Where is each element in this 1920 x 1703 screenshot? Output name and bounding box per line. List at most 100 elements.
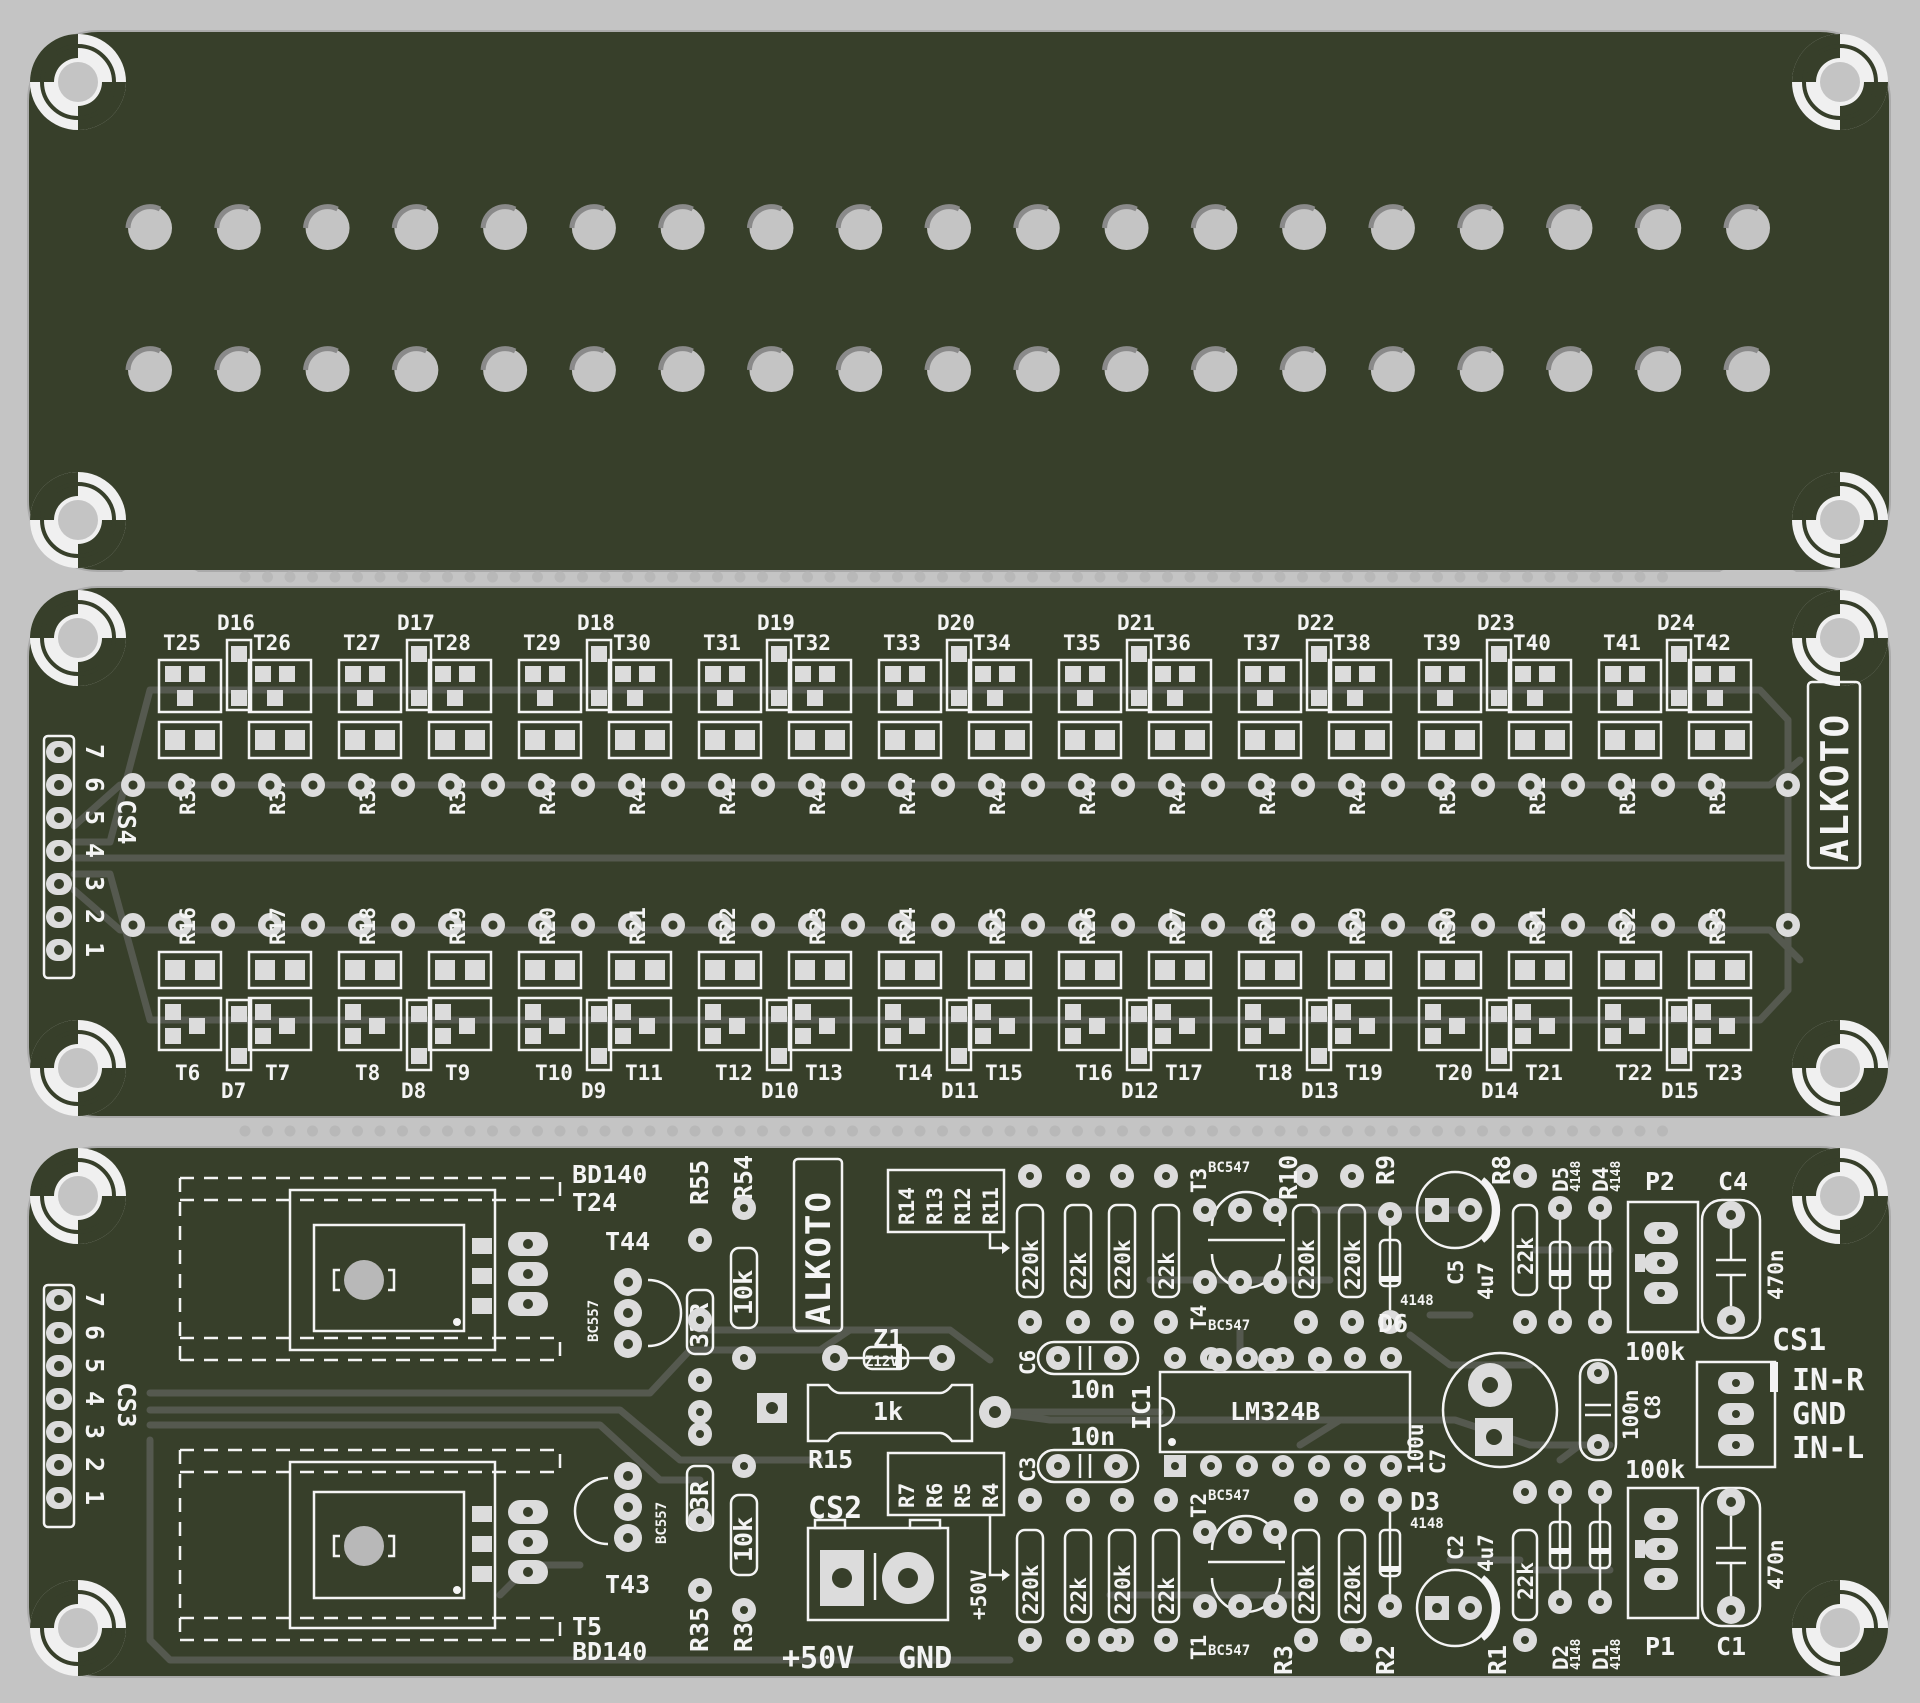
svg-text:C3: C3 [1016,1457,1040,1482]
c6-capacitor: C6 10n [1016,1340,1140,1404]
svg-text:T29: T29 [523,631,561,655]
svg-text:220k: 220k [1019,1239,1043,1290]
svg-text:5: 5 [80,810,109,825]
svg-text:T14: T14 [895,1061,933,1085]
svg-text:D20: D20 [937,611,975,635]
bottom-panel [27,1146,1891,1678]
svg-text:10n: 10n [1070,1375,1115,1404]
alkoto-logo-bottom: ALKOTO [792,1157,844,1333]
svg-text:D24: D24 [1657,611,1695,635]
top-panel [27,30,1891,572]
mouse-bites-bottom [120,1124,1798,1138]
bd140-footprint-bottom: T5 BD140 [178,1448,647,1666]
svg-text:R35: R35 [685,1607,714,1652]
svg-text:R11: R11 [979,1187,1003,1225]
svg-text:22k: 22k [1067,1577,1091,1615]
svg-text:100k: 100k [1625,1337,1685,1366]
svg-text:220k: 220k [1341,1239,1365,1290]
svg-text:4: 4 [80,1391,109,1406]
t2-t1-transistors: T2 BC547 T1 BC547 [1187,1488,1287,1660]
svg-text:R6: R6 [923,1483,947,1508]
middle-components: T25R36R16T6T26R37R17T7T27R38R18T8T28R39R… [121,611,1800,1103]
svg-text:R9: R9 [1371,1155,1400,1185]
svg-text:T44: T44 [605,1227,650,1256]
svg-text:T7: T7 [265,1061,290,1085]
svg-text:D11: D11 [941,1079,979,1103]
d5-d4-diodes: D5 4148 D4 4148 [1548,1161,1624,1334]
svg-text:T20: T20 [1435,1061,1473,1085]
svg-text:T40: T40 [1513,631,1551,655]
svg-text:T22: T22 [1615,1061,1653,1085]
svg-text:220k: 220k [1019,1564,1043,1615]
svg-text:R24: R24 [896,907,920,945]
top-panel-holes [125,204,1770,392]
c2-capacitor: C2 4u7 [1415,1534,1501,1648]
svg-text:T41: T41 [1603,631,1641,655]
c5-capacitor: C5 4u7 [1415,1170,1501,1300]
svg-text:T35: T35 [1063,631,1101,655]
svg-text:BC547: BC547 [1208,1318,1250,1334]
svg-text:C5: C5 [1444,1260,1468,1285]
svg-text:22k: 22k [1067,1252,1091,1290]
svg-text:T25: T25 [163,631,201,655]
svg-text:4148: 4148 [1609,1161,1624,1192]
svg-text:10k: 10k [729,1270,758,1315]
svg-text:T4: T4 [1187,1305,1211,1330]
t24-label: T24 [572,1188,617,1217]
svg-text:T8: T8 [355,1061,380,1085]
bd140-top-type: BD140 [572,1160,647,1189]
svg-text:6: 6 [80,1325,109,1340]
svg-text:R16: R16 [176,907,200,945]
svg-text:R14: R14 [895,1187,919,1225]
svg-text:BC547: BC547 [1208,1488,1250,1504]
svg-text:4u7: 4u7 [1474,1534,1498,1572]
svg-text:D4: D4 [1589,1167,1613,1192]
t44-footprint: T44 BC557 [586,1227,683,1358]
svg-text:ALKOTO: ALKOTO [799,1190,839,1325]
svg-text:T13: T13 [805,1061,843,1085]
svg-text:1: 1 [80,942,109,957]
resistor-group-r4-r7: R7 R6 R5 R4 +50V [886,1451,1010,1620]
svg-text:6: 6 [80,777,109,792]
svg-text:T30: T30 [613,631,651,655]
svg-text:T39: T39 [1423,631,1461,655]
svg-text:4: 4 [80,843,109,858]
svg-text:C7: C7 [1426,1449,1450,1474]
svg-text:C8: C8 [1641,1395,1665,1420]
c1-capacitor: 470n C1 [1700,1486,1788,1661]
resistor-group-r11-r14: R14 R13 R12 R11 [886,1168,1010,1254]
svg-text:470n: 470n [1764,1249,1788,1300]
svg-text:R4: R4 [979,1483,1003,1508]
svg-text:T16: T16 [1075,1061,1113,1085]
svg-text:R28: R28 [1256,907,1280,945]
svg-text:D12: D12 [1121,1079,1159,1103]
svg-text:T9: T9 [445,1061,470,1085]
svg-text:BC547: BC547 [1208,1160,1250,1176]
c7-capacitor: 100u C7 [1404,1351,1559,1474]
svg-text:R33: R33 [1706,907,1730,945]
c3-capacitor: 10n C3 [1016,1422,1140,1484]
c8-capacitor: 100n C8 [1578,1358,1665,1462]
middle-panel [27,586,1891,1118]
svg-text:10n: 10n [1070,1422,1115,1451]
t43-footprint: BC557 T43 [573,1462,670,1599]
svg-text:T12: T12 [715,1061,753,1085]
svg-text:220k: 220k [1111,1564,1135,1615]
svg-text:D7: D7 [221,1079,246,1103]
svg-text:4148: 4148 [1569,1639,1584,1670]
r15-resistor: 1k R15 [757,1383,1011,1474]
svg-text:100u: 100u [1404,1423,1428,1474]
r8-r1-resistors: 22k 22k [1511,1164,1539,1652]
svg-text:D15: D15 [1661,1079,1699,1103]
svg-text:22k: 22k [1514,1562,1538,1600]
d2-d1-diodes: D2 4148 D1 4148 [1548,1480,1624,1670]
svg-text:T32: T32 [793,631,831,655]
svg-text:R10: R10 [1274,1155,1303,1200]
svg-text:220k: 220k [1111,1239,1135,1290]
svg-text:T6: T6 [175,1061,200,1085]
svg-text:R21: R21 [626,907,650,945]
svg-text:1: 1 [80,1490,109,1505]
svg-text:R29: R29 [1346,907,1370,945]
svg-text:2: 2 [80,909,109,924]
